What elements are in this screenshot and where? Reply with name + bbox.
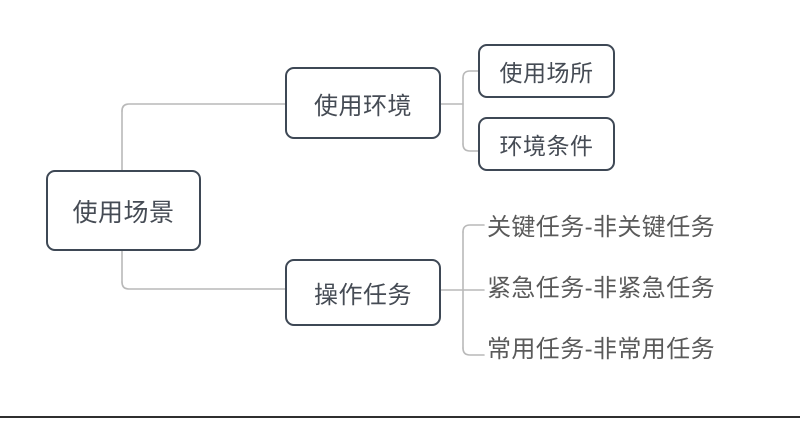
connector-task-to-key: [462, 224, 485, 233]
connector-environment-to-place: [462, 70, 479, 79]
node-root-label: 使用场景: [72, 198, 175, 227]
node-leaf-use-place-label: 使用场所: [499, 60, 594, 86]
node-leaf-frequent-task[interactable]: 常用任务-非常用任务: [487, 336, 715, 363]
node-branch-use-environment-label: 使用环境: [314, 92, 412, 120]
connector-root-to-environment: [121, 103, 286, 112]
node-branch-operation-task[interactable]: 操作任务: [285, 259, 441, 326]
node-leaf-environment-condition-label: 环境条件: [499, 133, 594, 159]
node-leaf-urgent-task[interactable]: 紧急任务-非紧急任务: [487, 275, 715, 302]
connector-environment-to-condition: [462, 143, 479, 152]
connector-root-to-task: [121, 281, 286, 290]
node-branch-use-environment[interactable]: 使用环境: [285, 67, 441, 139]
node-leaf-key-task[interactable]: 关键任务-非关键任务: [487, 214, 715, 241]
node-root-use-scenario[interactable]: 使用场景: [46, 170, 201, 251]
node-branch-operation-task-label: 操作任务: [314, 282, 412, 309]
node-leaf-environment-condition[interactable]: 环境条件: [478, 117, 615, 171]
connector-task-to-frequent: [462, 347, 485, 356]
bottom-divider: [0, 416, 800, 418]
node-leaf-use-place[interactable]: 使用场所: [478, 44, 615, 98]
